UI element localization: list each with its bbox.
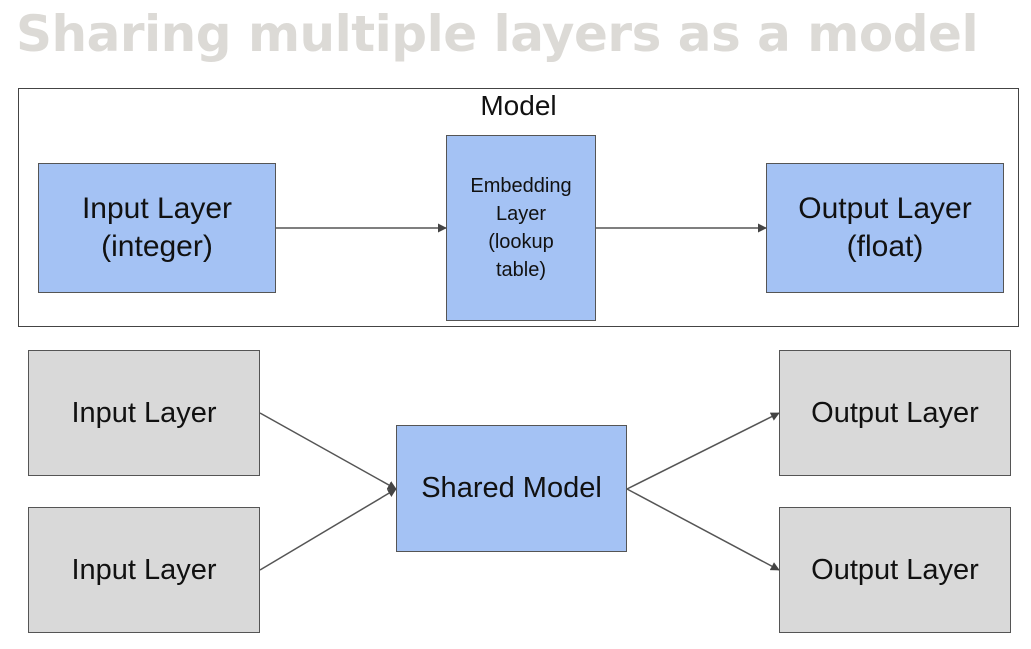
input-layer-2-label: Input Layer bbox=[71, 553, 217, 586]
embedding-layer-line4: table) bbox=[495, 259, 547, 281]
input-layer-label: Input Layer bbox=[81, 192, 233, 225]
page-title: Sharing multiple layers as a model bbox=[16, 5, 979, 63]
output-layer-type: (float) bbox=[846, 230, 924, 263]
arrow-input-1-to-shared bbox=[259, 412, 397, 490]
input-layer-1-label: Input Layer bbox=[71, 396, 217, 429]
embedding-layer-line1: Embedding bbox=[470, 175, 572, 197]
output-layer-float-box: Output Layer (float) bbox=[766, 163, 1004, 293]
model-frame-label: Model bbox=[480, 90, 557, 121]
output-layer-box-1: Output Layer bbox=[779, 350, 1011, 476]
embedding-layer-line2: Layer bbox=[495, 203, 547, 225]
arrow-shared-to-output-1 bbox=[626, 412, 780, 490]
output-layer-label: Output Layer bbox=[798, 192, 972, 225]
input-layer-type: (integer) bbox=[101, 230, 213, 263]
shared-model-label: Shared Model bbox=[421, 472, 602, 504]
embedding-layer-line3: (lookup bbox=[488, 231, 554, 253]
output-layer-2-label: Output Layer bbox=[811, 553, 979, 586]
input-layer-integer-box: Input Layer (integer) bbox=[38, 163, 276, 293]
input-layer-box-2: Input Layer bbox=[28, 507, 260, 633]
embedding-layer-box: Embedding Layer (lookup table) bbox=[446, 135, 596, 321]
output-layer-1-label: Output Layer bbox=[811, 396, 979, 429]
shared-model-box: Shared Model bbox=[396, 425, 627, 552]
arrow-shared-to-output-2 bbox=[626, 488, 780, 571]
arrow-input-2-to-shared bbox=[259, 488, 397, 571]
input-layer-box-1: Input Layer bbox=[28, 350, 260, 476]
output-layer-box-2: Output Layer bbox=[779, 507, 1011, 633]
